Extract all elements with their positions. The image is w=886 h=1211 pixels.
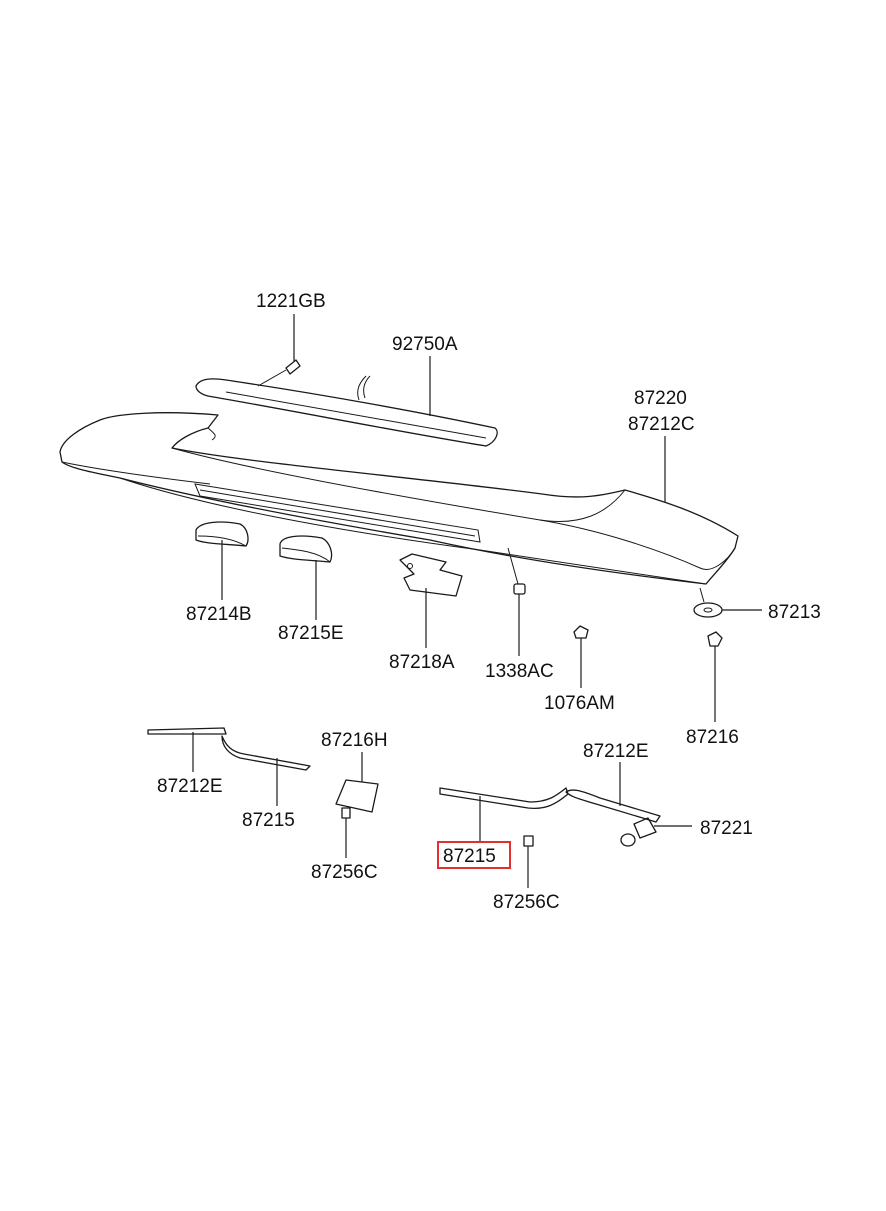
label-87215-highlight: 87215 — [443, 846, 496, 867]
pad-87216h[interactable] — [335, 779, 379, 813]
label-87218a: 87218A — [389, 652, 455, 673]
label-87220: 87220 — [634, 388, 687, 409]
seal-87215-left[interactable] — [221, 735, 311, 771]
label-1221gb: 1221GB — [256, 291, 326, 312]
part-87221[interactable] — [620, 817, 657, 847]
seal-87215-center[interactable] — [439, 787, 569, 810]
leader-lines — [192, 314, 762, 888]
clip-1076am[interactable] — [573, 625, 589, 639]
label-87212c: 87212C — [628, 414, 695, 435]
label-87216: 87216 — [686, 727, 739, 748]
label-87212e-left: 87212E — [157, 776, 223, 797]
highlighted-part[interactable]: 87215 — [437, 841, 511, 869]
label-87215e: 87215E — [278, 623, 344, 644]
nut-87216[interactable] — [707, 631, 723, 647]
stop-lamp-part[interactable] — [195, 375, 498, 447]
label-87256c-right: 87256C — [493, 892, 560, 913]
bracket-87218a[interactable] — [399, 553, 463, 597]
label-1338ac: 1338AC — [485, 661, 554, 682]
label-1076am: 1076AM — [544, 693, 615, 714]
washer-87213[interactable] — [693, 587, 723, 618]
seal-87212e-left[interactable] — [147, 727, 227, 735]
clip-87256c-left[interactable] — [341, 807, 351, 819]
clip-87256c-right[interactable] — [523, 835, 534, 847]
highlight-box — [437, 841, 511, 869]
label-87216h: 87216H — [321, 730, 388, 751]
label-87221: 87221 — [700, 818, 753, 839]
label-87213: 87213 — [768, 602, 821, 623]
pad-87214b[interactable] — [195, 521, 249, 547]
label-87256c-left: 87256C — [311, 862, 378, 883]
label-87212e-right: 87212E — [583, 741, 649, 762]
label-87214b: 87214B — [186, 604, 252, 625]
spoiler-body[interactable] — [59, 412, 739, 585]
pad-87215e[interactable] — [279, 535, 333, 563]
label-92750a: 92750A — [392, 334, 458, 355]
seal-87212e-right[interactable] — [565, 789, 661, 823]
bolt-1221gb[interactable] — [257, 359, 301, 387]
label-87215-left: 87215 — [242, 810, 295, 831]
